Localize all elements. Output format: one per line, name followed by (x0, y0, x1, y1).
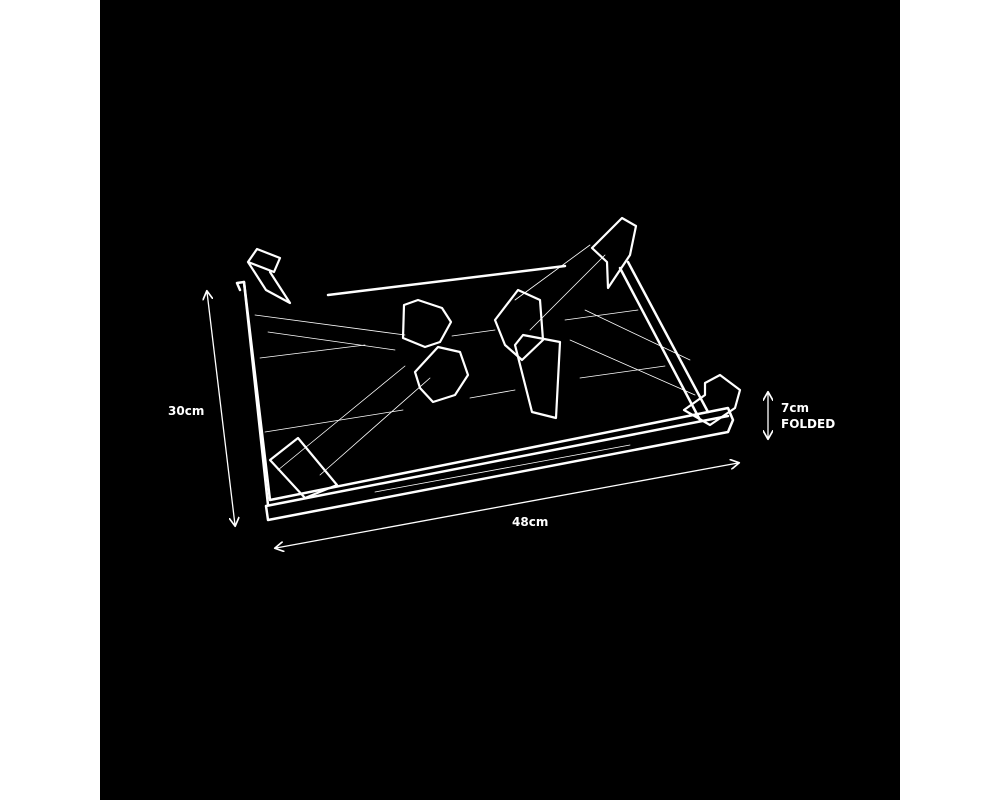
width-label: 48cm (512, 515, 549, 529)
folded-value-label: 7cm (781, 401, 809, 415)
leg-top-left (246, 247, 453, 349)
leg-top-right (493, 216, 638, 362)
tray-slats (254, 244, 696, 493)
folded-label: FOLDED (781, 417, 836, 431)
height-label: 30cm (168, 404, 205, 418)
dimension-arrows (207, 292, 768, 548)
height-arrow (207, 292, 235, 525)
leg-bottom-left (268, 345, 470, 500)
tray-frame (235, 260, 735, 522)
width-arrow (276, 463, 738, 548)
leg-bottom-right (513, 333, 742, 427)
